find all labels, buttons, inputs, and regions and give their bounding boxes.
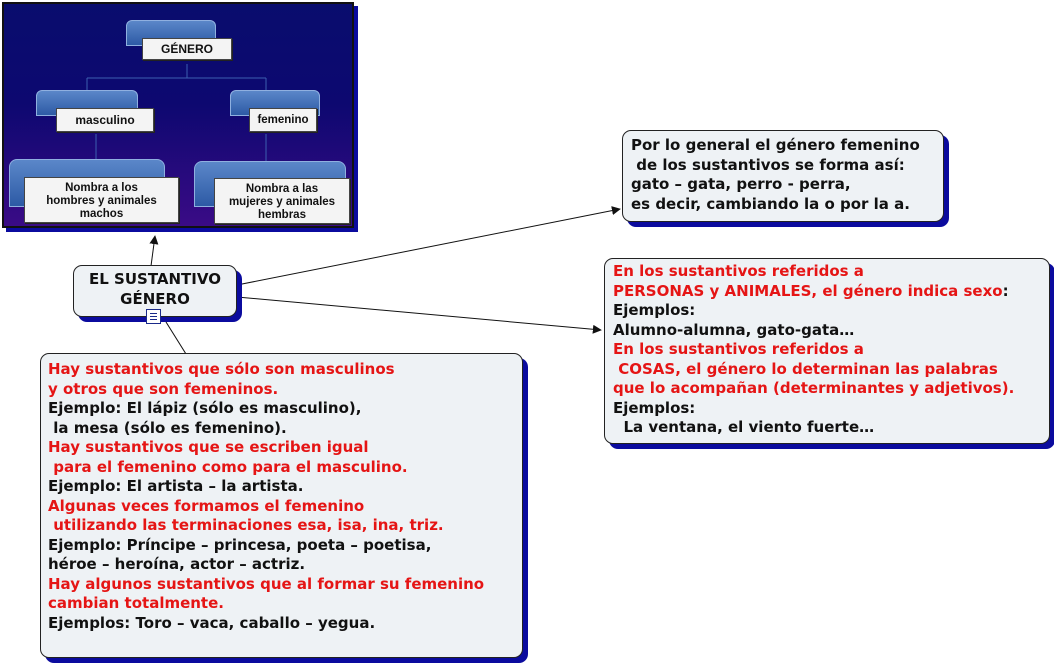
femenino-box: femenino: [249, 108, 317, 132]
left-bottom-line: utilizando las terminaciones esa, isa, i…: [48, 516, 444, 534]
right-bottom-line: La ventana, el viento fuerte…: [613, 418, 875, 436]
right-bottom-line: que lo acompañan (determinantes y adjeti…: [613, 379, 1015, 397]
right-bottom-line: COSAS, el género lo determinan las palab…: [613, 359, 998, 378]
left-bottom-line: Hay sustantivos que sólo son masculinos: [48, 360, 395, 378]
left-bottom-line: y otros que son femeninos.: [48, 379, 279, 398]
right-top-line: de los sustantivos se forma así:: [631, 155, 905, 174]
left-leaf-box: Nombra a los hombres y animales machos: [24, 177, 179, 223]
left-bottom-node[interactable]: Hay sustantivos que sólo son masculinos …: [40, 353, 523, 658]
left-bottom-line: Ejemplo: Príncipe – princesa, poeta – po…: [48, 535, 432, 554]
connector-to-left-bottom: [165, 321, 187, 355]
image-node-lines: [86, 64, 267, 164]
right-top-line: es decir, cambiando la o por la a.: [631, 194, 910, 213]
connector-to-right-top: [236, 206, 621, 286]
right-bottom-line: En los sustantivos referidos a: [613, 262, 864, 280]
connector-to-right-bottom: [236, 296, 602, 334]
right-leaf-line-1: Nombra a las: [245, 183, 319, 195]
right-bottom-node[interactable]: En los sustantivos referidos a PERSONAS …: [604, 258, 1050, 444]
left-leaf-line-3: machos: [79, 208, 124, 220]
left-bottom-line: cambian totalmente.: [48, 594, 224, 612]
right-leaf-box: Nombra a las mujeres y animales hembras: [214, 178, 350, 224]
left-bottom-line: Algunas veces formamos el femenino: [48, 496, 365, 515]
right-top-node[interactable]: Por lo general el género femenino de los…: [622, 130, 944, 222]
right-leaf-line-3: hembras: [258, 209, 306, 221]
left-bottom-line: Hay algunos sustantivos que al formar su…: [48, 574, 485, 593]
right-leaf-line-2: mujeres y animales: [228, 196, 336, 208]
left-bottom-line: Ejemplo: El lápiz (sólo es masculino),: [48, 399, 362, 417]
right-bottom-line-text: PERSONAS y ANIMALES, el género indica se…: [613, 281, 1003, 300]
connector-to-image: [149, 235, 159, 267]
left-bottom-line: Ejemplos: Toro – vaca, caballo – yegua.: [48, 613, 376, 632]
left-bottom-line: Ejemplo: El artista – la artista.: [48, 477, 304, 495]
left-bottom-line: la mesa (sólo es femenino).: [48, 418, 287, 437]
left-leaf-line-2: hombres y animales: [46, 195, 157, 207]
main-concept-line-2: GÉNERO: [120, 289, 190, 308]
left-bottom-line: Hay sustantivos que se escriben igual: [48, 438, 369, 456]
image-node[interactable]: GÉNERO masculino femenino Nombra a los h…: [2, 2, 354, 228]
masculino-box: masculino: [56, 108, 154, 132]
main-concept-line-1: EL SUSTANTIVO: [89, 270, 221, 288]
main-concept-node[interactable]: EL SUSTANTIVO GÉNERO: [73, 265, 237, 317]
left-bottom-line: para el femenino como para el masculino.: [48, 457, 408, 476]
right-bottom-line: Alumno-alumna, gato-gata…: [613, 320, 855, 339]
left-bottom-line: héroe – heroína, actor – actriz.: [48, 555, 306, 573]
right-bottom-line-suffix: :: [1002, 281, 1009, 300]
genero-box: GÉNERO: [142, 38, 232, 60]
note-icon[interactable]: [146, 309, 161, 324]
right-bottom-line: PERSONAS y ANIMALES, el género indica se…: [613, 282, 1049, 302]
right-bottom-line: Ejemplos:: [613, 398, 696, 417]
left-leaf-line-1: Nombra a los: [65, 182, 138, 194]
right-top-line: Por lo general el género femenino: [631, 136, 920, 154]
right-bottom-line: Ejemplos:: [613, 301, 696, 319]
right-top-line: gato – gata, perro - perra,: [631, 175, 851, 193]
right-bottom-line: En los sustantivos referidos a: [613, 340, 864, 358]
